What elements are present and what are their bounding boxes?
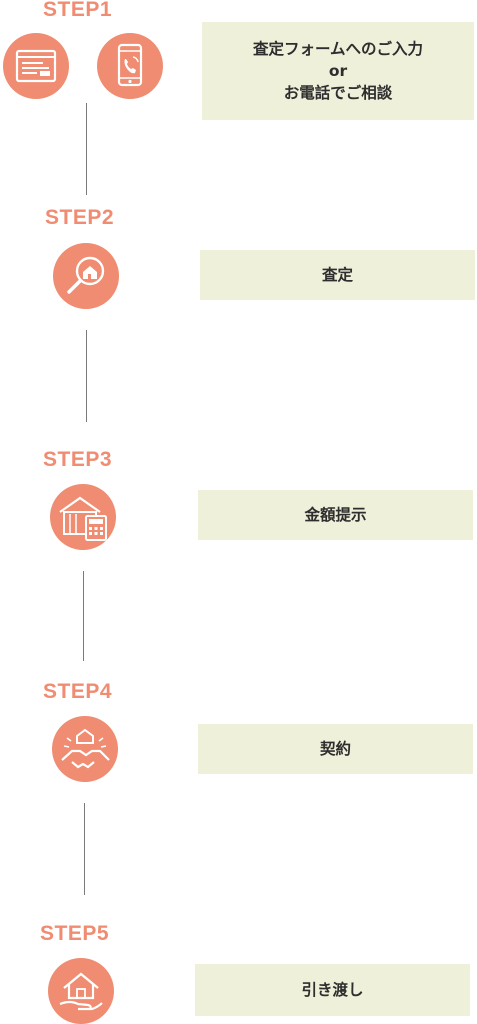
connector-line [83,571,84,661]
step5-label: STEP5 [40,922,110,945]
step2-label: STEP2 [45,206,115,229]
connector-line [86,103,87,195]
step1-label: STEP1 [43,0,113,21]
handshake-house-icon [52,716,118,782]
step1-description: 査定フォームへのご入力 or お電話でご相談 [202,22,474,120]
step3-text: 金額提示 [304,506,367,524]
step4-text: 契約 [319,740,351,758]
step1-line-2: or [328,62,348,80]
step5-text: 引き渡し [301,981,364,999]
smartphone-call-icon [97,33,163,99]
step3-label: STEP3 [43,448,113,471]
step1-line-1: 査定フォームへのご入力 [252,40,424,58]
connector-line [86,330,87,422]
step1-line-3: お電話でご相談 [283,84,393,102]
magnifier-house-icon [53,243,119,309]
step2-description: 査定 [200,250,475,300]
hand-house-icon [48,958,114,1024]
connector-line [84,803,85,895]
step2-text: 査定 [321,266,353,284]
step3-description: 金額提示 [198,490,473,540]
house-calculator-icon [50,484,116,550]
form-icon [3,33,69,99]
step4-label: STEP4 [43,680,113,703]
step4-description: 契約 [198,724,473,774]
step5-description: 引き渡し [195,964,470,1016]
